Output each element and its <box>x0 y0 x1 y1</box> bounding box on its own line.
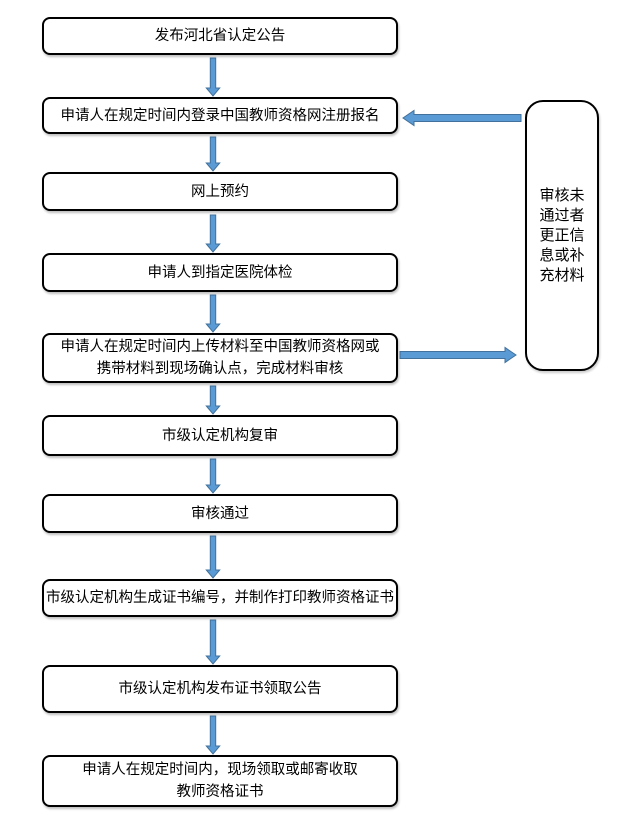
step-label: 市级认定机构复审 <box>162 427 278 444</box>
side-note-line-1: 审核未 <box>539 186 585 204</box>
flow-step-collection-announcement: 市级认定机构发布证书领取公告 <box>42 665 398 713</box>
flow-step-certificate-generation: 市级认定机构生成证书编号，并制作打印教师资格证书 <box>42 579 398 617</box>
step-label: 审核通过 <box>191 505 249 522</box>
step-label: 网上预约 <box>191 183 249 200</box>
step-label: 市级认定机构发布证书领取公告 <box>118 681 322 697</box>
flow-step-municipal-reexamination: 市级认定机构复审 <box>42 415 398 456</box>
side-note-line-2: 通过者 <box>539 206 585 224</box>
flow-step-medical-exam: 申请人到指定医院体检 <box>42 253 398 292</box>
down-arrow-3 <box>205 214 221 253</box>
step-label: 市级认定机构生成证书编号，并制作打印教师资格证书 <box>46 590 394 606</box>
flow-step-online-registration: 申请人在规定时间内登录中国教师资格网注册报名 <box>42 97 398 134</box>
down-arrow-7 <box>205 535 221 579</box>
side-note-line-5: 充材料 <box>539 266 585 284</box>
step-label-line-2: 携带材料到现场确认点，完成材料审核 <box>96 361 344 377</box>
flow-step-publish-announcement: 发布河北省认定公告 <box>42 17 398 55</box>
step-label-line-2: 教师资格证书 <box>176 784 264 800</box>
return-left-arrow <box>402 109 522 127</box>
down-arrow-4 <box>205 294 221 333</box>
flow-step-review-passed: 审核通过 <box>42 494 398 533</box>
flow-step-online-appointment: 网上预约 <box>42 172 398 211</box>
down-arrow-2 <box>205 136 221 172</box>
flow-step-certificate-collection: 申请人在规定时间内，现场领取或邮寄收取 教师资格证书 <box>42 755 398 807</box>
step-label: 申请人到指定医院体检 <box>147 264 293 281</box>
down-arrow-9 <box>205 715 221 755</box>
step-label: 申请人在规定时间内登录中国教师资格网注册报名 <box>60 107 380 124</box>
side-note-review-failed: 审核未 通过者 更正信 息或补 充材料 <box>525 100 599 371</box>
to-side-note-right-arrow <box>399 346 517 364</box>
step-label-line-1: 申请人在规定时间内，现场领取或邮寄收取 <box>82 762 358 778</box>
side-note-line-3: 更正信 <box>539 226 585 244</box>
flow-step-material-review: 申请人在规定时间内上传材料至中国教师资格网或 携带材料到现场确认点，完成材料审核 <box>42 333 398 383</box>
down-arrow-5 <box>205 385 221 415</box>
down-arrow-6 <box>205 458 221 494</box>
down-arrow-1 <box>205 57 221 97</box>
side-note-line-4: 息或补 <box>539 246 585 264</box>
step-label: 发布河北省认定公告 <box>154 28 286 44</box>
down-arrow-8 <box>205 619 221 665</box>
step-label-line-1: 申请人在规定时间内上传材料至中国教师资格网或 <box>60 339 380 355</box>
